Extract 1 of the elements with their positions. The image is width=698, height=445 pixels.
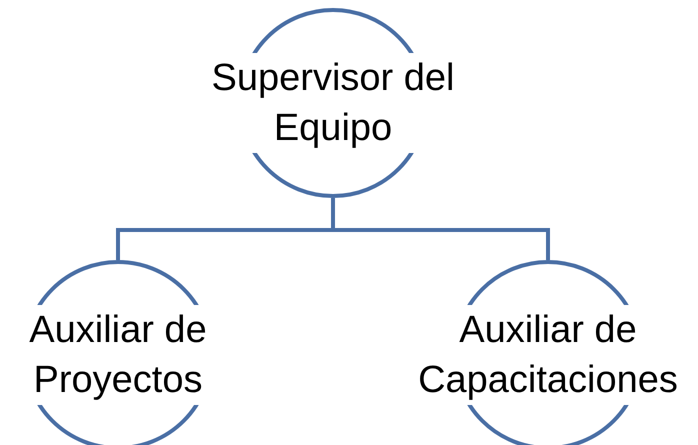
connector-line [331,198,550,260]
